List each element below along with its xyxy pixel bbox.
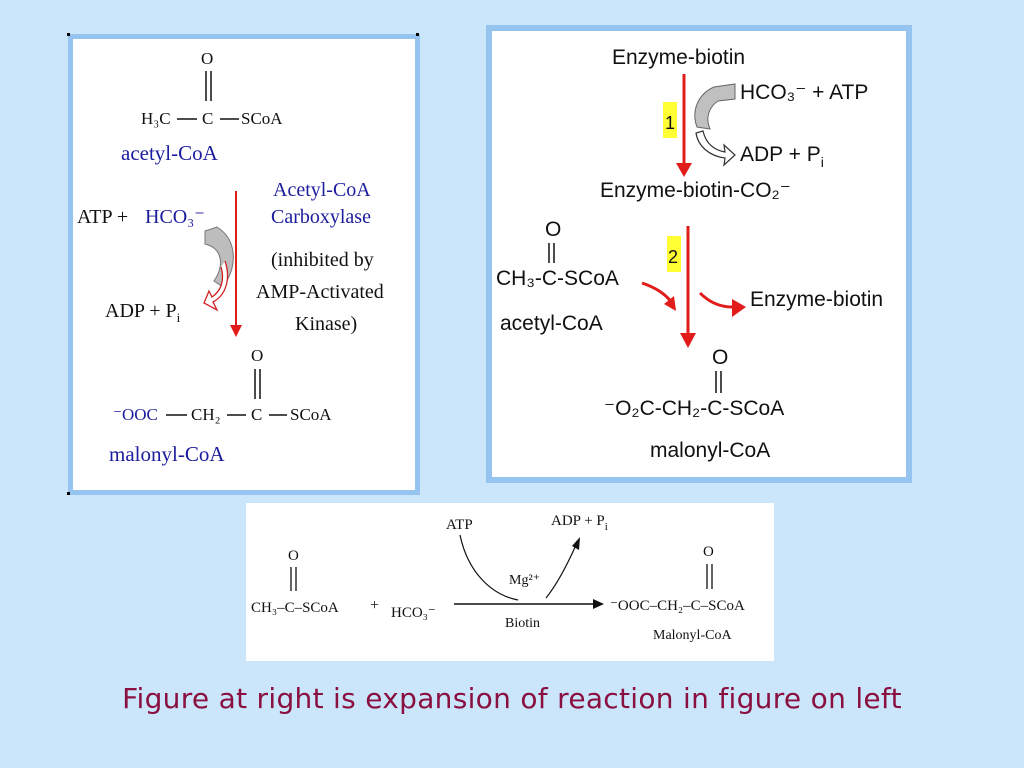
enzyme-biotin-co2: Enzyme-biotin-CO₂⁻ <box>600 179 791 202</box>
slide-caption: Figure at right is expansion of reaction… <box>122 682 902 715</box>
atp-label: ATP <box>446 517 473 533</box>
adp-output-curve <box>203 260 229 312</box>
malonyl-ooc: ⁻OOC <box>113 405 158 424</box>
atp-input-curve <box>694 83 736 130</box>
bicarbonate-label: HCO₃⁻ <box>145 206 205 228</box>
acetyl-formula: CH₃–C–SCoA <box>251 600 339 616</box>
malonyl-coa-label: malonyl-CoA <box>109 442 225 466</box>
acetyl-formula: CH₃-C-SCoA <box>496 267 619 290</box>
acetyl-carbonyl-o: O <box>545 218 561 241</box>
acetyl-carbonyl-o: O <box>288 548 299 564</box>
enzyme-name-line1: Acetyl-CoA <box>273 179 371 201</box>
enzyme-release-arrow <box>698 291 733 309</box>
malonyl-formula: ⁻O₂C-CH₂-C-SCoA <box>604 397 784 420</box>
malonyl-carbonyl-o: O <box>712 346 728 369</box>
step1-highlight <box>663 102 677 138</box>
step2-highlight <box>667 236 681 272</box>
acetyl-h3c: H₃C <box>141 109 171 128</box>
malonyl-carbonyl-o: O <box>251 346 263 365</box>
adp-output-curve <box>695 130 736 167</box>
left-panel-corner <box>67 33 70 36</box>
acetyl-carbonyl-o: O <box>201 49 213 68</box>
step2-number: 2 <box>668 247 678 267</box>
left-reaction-diagram: O H₃C C SCoA acetyl-CoA Acetyl-CoA Carbo… <box>77 49 384 466</box>
malonyl-ch2: CH₂ <box>191 405 221 424</box>
step1-arrowhead <box>676 163 692 177</box>
malonyl-scoa: SCoA <box>290 405 332 424</box>
reaction-arrowhead <box>593 599 604 609</box>
malonyl-carbonyl-o: O <box>703 544 714 560</box>
plus-sign: + <box>370 597 379 614</box>
acetyl-input-arrow <box>641 281 674 304</box>
biotin-mechanism-panel: Enzyme-biotin HCO₃⁻ + ATP 1 ADP + Pi Enz… <box>486 25 912 483</box>
enzyme-biotin-regenerated: Enzyme-biotin <box>750 288 883 311</box>
magnesium-cofactor: Mg²⁺ <box>509 573 540 588</box>
adp-output-curve <box>545 544 577 599</box>
acetyl-scoa: SCoA <box>241 109 283 128</box>
adp-pi-label: ADP + Pi <box>105 300 181 325</box>
acetyl-input-arrowhead <box>664 296 676 311</box>
acetyl-coa-label: acetyl-CoA <box>500 312 603 335</box>
malonyl-coa-label: Malonyl-CoA <box>653 628 732 643</box>
malonyl-formula: ⁻OOC–CH₂–C–SCoA <box>610 598 745 614</box>
inhibition-note-line1: (inhibited by <box>271 249 374 271</box>
inhibition-note-line2: AMP-Activated <box>256 281 384 303</box>
bicarbonate-label: HCO₃⁻ <box>391 605 436 621</box>
adp-output-arrowhead <box>572 537 580 550</box>
bicarbonate-atp: HCO₃⁻ + ATP <box>740 81 868 104</box>
atp-input-curve <box>459 534 519 601</box>
step1-number: 1 <box>665 113 675 133</box>
biotin-cofactor: Biotin <box>505 616 540 631</box>
atp-plus: ATP + <box>77 206 128 228</box>
left-panel-corner <box>416 33 419 36</box>
inhibition-note-line3: Kinase) <box>295 313 357 335</box>
left-panel-corner <box>67 492 70 495</box>
enzyme-release-arrowhead <box>732 299 746 317</box>
enzyme-name-line2: Carboxylase <box>271 206 371 228</box>
adp-pi-label: ADP + Pi <box>551 513 608 533</box>
acetyl-coa-carboxylase-panel: O H₃C C SCoA acetyl-CoA Acetyl-CoA Carbo… <box>68 34 420 495</box>
malonyl-coa-label: malonyl-CoA <box>650 439 770 462</box>
step2-arrowhead <box>680 333 696 348</box>
overall-reaction-panel: O CH₃–C–SCoA + HCO₃⁻ ATP ADP + Pi Mg²⁺ B… <box>246 503 774 661</box>
main-reaction-arrowhead <box>230 325 242 337</box>
acetyl-c: C <box>202 109 213 128</box>
enzyme-biotin-top: Enzyme-biotin <box>612 46 745 69</box>
overall-reaction-diagram: O CH₃–C–SCoA + HCO₃⁻ ATP ADP + Pi Mg²⁺ B… <box>251 513 745 643</box>
adp-pi-label: ADP + Pi <box>740 143 824 170</box>
right-mechanism-diagram: Enzyme-biotin HCO₃⁻ + ATP 1 ADP + Pi Enz… <box>496 46 883 462</box>
atp-input-curve <box>204 226 234 288</box>
malonyl-c: C <box>251 405 262 424</box>
acetyl-coa-label: acetyl-CoA <box>121 141 219 165</box>
